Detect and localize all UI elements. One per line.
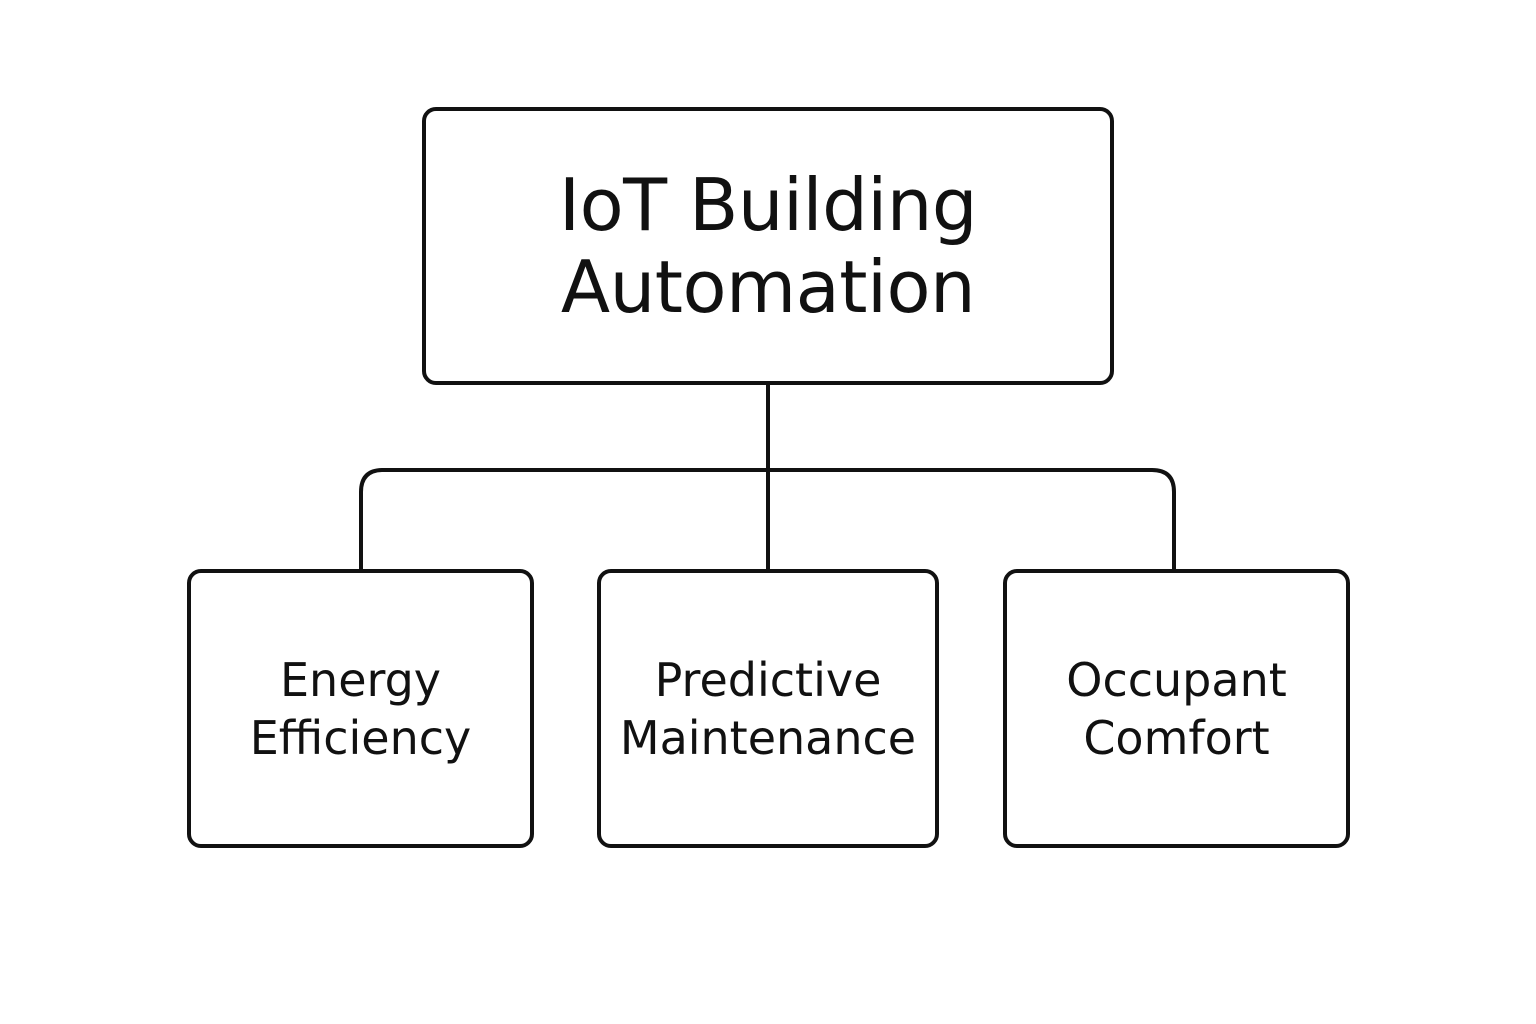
root-node-iot-building-automation: IoT Building Automation [422,107,1114,385]
child-node-predictive-maintenance: Predictive Maintenance [597,569,939,848]
child-node-label-line-2: Maintenance [619,710,917,765]
child-node-label-line-2: Comfort [1083,710,1270,765]
child-node-energy-efficiency: Energy Efficiency [187,569,534,848]
child-node-label-line-1: Energy [279,652,442,707]
child-node-label-line-1: Occupant [1066,652,1287,707]
root-node-title-line-1: IoT Building [558,163,978,247]
connector-horizontal-bus [359,468,1176,569]
child-node-label-line-2: Efficiency [249,710,472,765]
root-node-title-line-2: Automation [560,245,976,329]
child-node-label-line-1: Predictive [654,652,882,707]
child-node-occupant-comfort: Occupant Comfort [1003,569,1350,848]
